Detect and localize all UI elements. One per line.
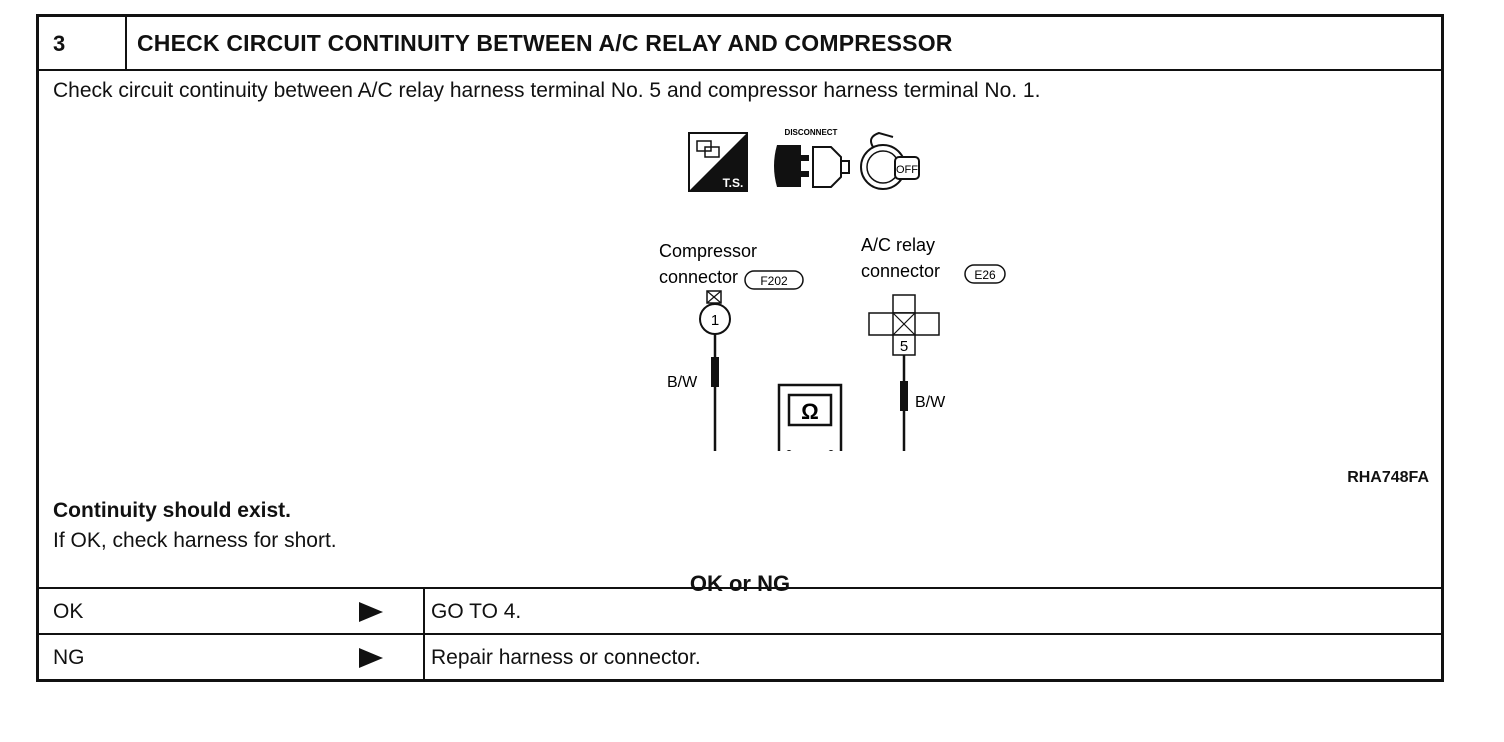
compressor-connector-symbol: 1	[699, 290, 731, 335]
tester-icon-label: T.S.	[723, 176, 744, 190]
instruction-text: Check circuit continuity between A/C rel…	[53, 79, 1041, 102]
outcome-action: GO TO 4.	[423, 589, 1447, 633]
outcome-row-ok: OK GO TO 4.	[39, 589, 1441, 635]
expected-result: Continuity should exist.	[53, 499, 292, 522]
compressor-label-line2: connector	[659, 267, 738, 287]
wire-color-right: B/W	[915, 394, 946, 411]
outcome-action: Repair harness or connector.	[423, 635, 1447, 681]
ignition-key-off-icon: OFF	[860, 131, 920, 190]
ok-or-ng-heading: OK or NG	[689, 571, 791, 596]
ohmmeter-icon: Ω	[777, 383, 843, 467]
outcome-row-ng: NG Repair harness or connector.	[39, 635, 1441, 681]
compressor-connector-code: F202	[760, 274, 788, 288]
step-body: Check circuit continuity between A/C rel…	[39, 71, 1441, 596]
wire-color-left: B/W	[667, 374, 698, 391]
arrow-right-icon	[359, 648, 383, 668]
figure-id: RHA748FA	[1347, 469, 1429, 486]
compressor-label-line1: Compressor	[659, 241, 757, 261]
compressor-terminal-number: 1	[711, 312, 719, 329]
relay-label-line2: connector	[861, 261, 940, 281]
diagram-svg: T.S. DISCONNECT OFF	[659, 128, 1006, 483]
arrow-right-icon	[359, 602, 383, 622]
disconnect-icon: DISCONNECT	[774, 128, 850, 188]
step-title: CHECK CIRCUIT CONTINUITY BETWEEN A/C REL…	[137, 30, 953, 56]
ignition-icon-label: OFF	[896, 164, 918, 176]
relay-label-line1: A/C relay	[861, 235, 935, 255]
diagnostic-step-table: 3 CHECK CIRCUIT CONTINUITY BETWEEN A/C R…	[36, 14, 1444, 682]
disconnect-icon-label: DISCONNECT	[785, 128, 838, 137]
continuity-diagram: T.S. DISCONNECT OFF	[599, 111, 1059, 483]
step-number: 3	[39, 17, 127, 69]
ohm-symbol: Ω	[801, 399, 819, 424]
outcome-label: OK	[53, 600, 84, 623]
step-header: 3 CHECK CIRCUIT CONTINUITY BETWEEN A/C R…	[39, 17, 1441, 71]
relay-terminal-number: 5	[900, 338, 908, 355]
outcome-label: NG	[53, 646, 85, 669]
result-note: If OK, check harness for short.	[53, 529, 337, 552]
relay-connector-code: E26	[974, 268, 996, 282]
relay-connector-symbol: 5	[868, 294, 940, 356]
tester-icon: T.S.	[688, 132, 748, 192]
